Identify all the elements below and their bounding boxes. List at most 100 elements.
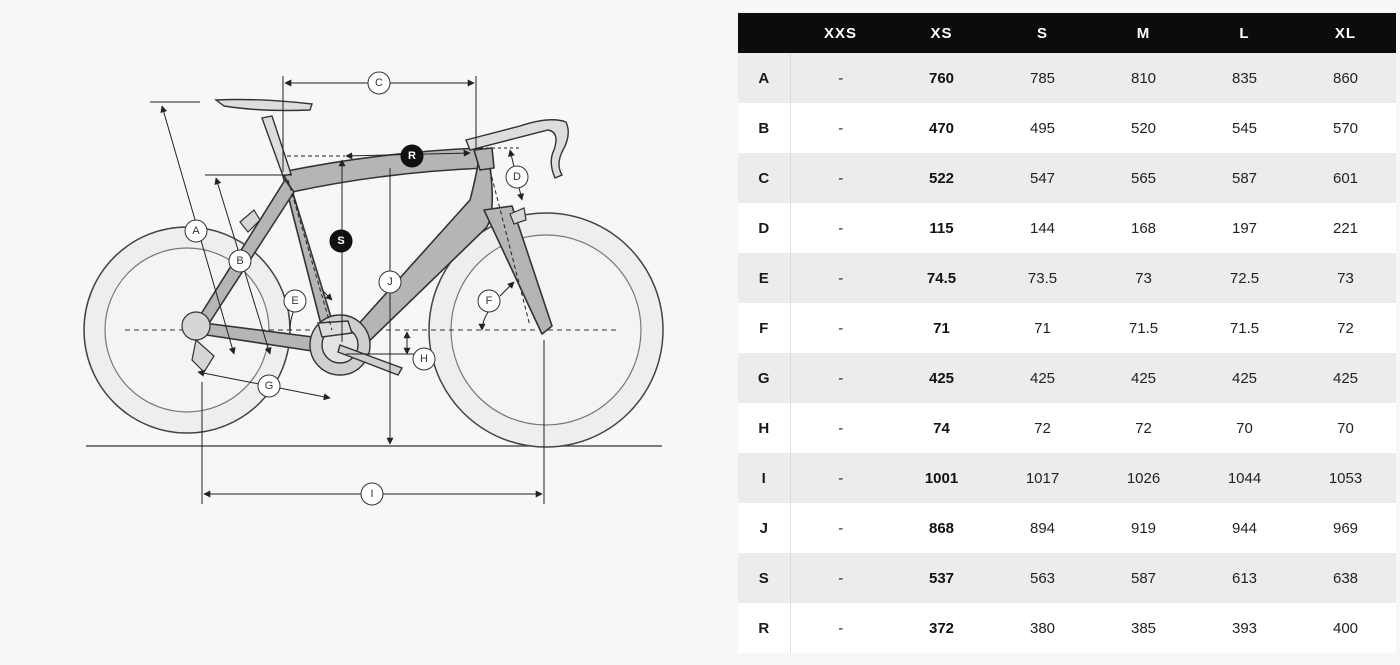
table-cell: 868 bbox=[891, 503, 992, 553]
table-cell: 570 bbox=[1295, 103, 1396, 153]
svg-text:H: H bbox=[420, 353, 428, 365]
table-cell: 944 bbox=[1194, 503, 1295, 553]
row-label: D bbox=[738, 203, 791, 253]
table-cell: 221 bbox=[1295, 203, 1396, 253]
table-cell: 1026 bbox=[1093, 453, 1194, 503]
callout-f: F bbox=[477, 289, 501, 313]
seat-and-saddle bbox=[214, 98, 313, 177]
table-cell: 72 bbox=[1295, 303, 1396, 353]
callout-g: G bbox=[257, 374, 281, 398]
table-cell: 587 bbox=[1093, 553, 1194, 603]
table-cell: - bbox=[790, 603, 891, 653]
table-cell: 168 bbox=[1093, 203, 1194, 253]
table-cell: 894 bbox=[992, 503, 1093, 553]
row-label: J bbox=[738, 503, 791, 553]
table-cell: 613 bbox=[1194, 553, 1295, 603]
table-cell: 810 bbox=[1093, 53, 1194, 103]
table-cell: 638 bbox=[1295, 553, 1396, 603]
table-cell: 587 bbox=[1194, 153, 1295, 203]
table-cell: 425 bbox=[1295, 353, 1396, 403]
table-cell: 385 bbox=[1093, 603, 1194, 653]
table-cell: 495 bbox=[992, 103, 1093, 153]
table-cell: 74.5 bbox=[891, 253, 992, 303]
table-cell: 1053 bbox=[1295, 453, 1396, 503]
callout-d: D bbox=[505, 165, 529, 189]
table-cell: 197 bbox=[1194, 203, 1295, 253]
table-cell: 425 bbox=[992, 353, 1093, 403]
table-cell: 760 bbox=[891, 53, 992, 103]
table-cell: 73 bbox=[1295, 253, 1396, 303]
table-cell: 547 bbox=[992, 153, 1093, 203]
header-size-xl: XL bbox=[1295, 13, 1396, 53]
table-cell: 71.5 bbox=[1194, 303, 1295, 353]
table-cell: 71 bbox=[992, 303, 1093, 353]
table-cell: - bbox=[790, 503, 891, 553]
table-cell: 1001 bbox=[891, 453, 992, 503]
header-size-s: S bbox=[992, 13, 1093, 53]
row-label: S bbox=[738, 553, 791, 603]
table-cell: 72 bbox=[1093, 403, 1194, 453]
handlebar bbox=[465, 119, 569, 179]
table-cell: 425 bbox=[1194, 353, 1295, 403]
callout-a: A bbox=[184, 219, 208, 243]
header-size-m: M bbox=[1093, 13, 1194, 53]
table-cell: 400 bbox=[1295, 603, 1396, 653]
table-cell: 144 bbox=[992, 203, 1093, 253]
table-cell: - bbox=[790, 453, 891, 503]
table-cell: 969 bbox=[1295, 503, 1396, 553]
svg-text:G: G bbox=[265, 380, 274, 392]
table-cell: 70 bbox=[1295, 403, 1396, 453]
table-cell: 73.5 bbox=[992, 253, 1093, 303]
header-label-column bbox=[738, 13, 790, 53]
table-cell: 372 bbox=[891, 603, 992, 653]
table-cell: 563 bbox=[992, 553, 1093, 603]
svg-text:E: E bbox=[291, 295, 298, 307]
callout-j: J bbox=[378, 270, 402, 294]
row-label: F bbox=[738, 303, 791, 353]
table-cell: - bbox=[790, 153, 891, 203]
table-cell: 1044 bbox=[1194, 453, 1295, 503]
callout-h: H bbox=[412, 347, 436, 371]
table-cell: 72 bbox=[992, 403, 1093, 453]
crankset bbox=[309, 314, 404, 376]
table-cell: - bbox=[790, 303, 891, 353]
table-cell: 380 bbox=[992, 603, 1093, 653]
svg-text:J: J bbox=[387, 276, 393, 288]
callout-i: I bbox=[360, 482, 384, 506]
row-label: B bbox=[738, 103, 791, 153]
table-cell: 71.5 bbox=[1093, 303, 1194, 353]
callout-b: B bbox=[228, 249, 252, 273]
table-cell: 425 bbox=[891, 353, 992, 403]
table-cell: - bbox=[790, 203, 891, 253]
row-label: G bbox=[738, 353, 791, 403]
table-cell: 601 bbox=[1295, 153, 1396, 203]
callout-r: R bbox=[400, 144, 424, 168]
callout-c: C bbox=[367, 71, 391, 95]
table-cell: - bbox=[790, 103, 891, 153]
row-label: I bbox=[738, 453, 791, 503]
svg-text:F: F bbox=[486, 295, 493, 307]
table-cell: 522 bbox=[891, 153, 992, 203]
table-cell: 71 bbox=[891, 303, 992, 353]
header-size-l: L bbox=[1194, 13, 1295, 53]
table-cell: 835 bbox=[1194, 53, 1295, 103]
svg-text:A: A bbox=[192, 225, 200, 237]
header-size-xs: XS bbox=[891, 13, 992, 53]
table-cell: 919 bbox=[1093, 503, 1194, 553]
callout-s: S bbox=[329, 229, 353, 253]
svg-text:I: I bbox=[370, 488, 373, 500]
svg-text:B: B bbox=[236, 255, 243, 267]
header-size-xxs: XXS bbox=[790, 13, 891, 53]
table-cell: 545 bbox=[1194, 103, 1295, 153]
table-header-row: XXS XS S M L XL bbox=[738, 13, 1396, 53]
